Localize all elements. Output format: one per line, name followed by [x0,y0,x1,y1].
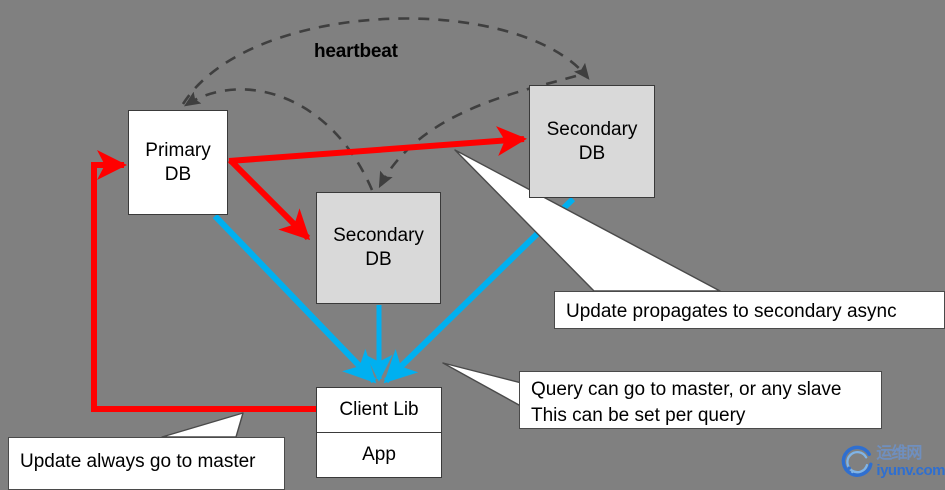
watermark-cn-text: 运维网 [876,444,922,462]
node-secondary-db-top-line1: Secondary [546,118,638,140]
heartbeat-arc-secondary-top-to-mid [378,74,577,189]
node-client-stack[interactable]: Client Lib App [316,387,442,478]
node-app[interactable]: App [362,443,396,465]
query-arrow-primary-to-client [212,213,377,384]
heartbeat-arc-primary-to-secondary-top [181,17,590,105]
heartbeat-arc-secondary-mid-to-primary [183,88,374,191]
node-secondary-db-middle-line2: DB [365,249,392,270]
node-primary-db[interactable]: Primary DB [128,110,228,215]
update-arrow-client-to-primary [91,150,316,412]
callout-update-propagates: Update propagates to secondary async [554,291,945,329]
node-primary-db-line1: Primary [145,139,211,161]
node-secondary-db-top[interactable]: Secondary DB [529,85,655,198]
node-secondary-db-middle-line1: Secondary [333,225,424,247]
replication-arrow-primary-to-secondary-mid [227,157,311,241]
callout-pointer-update [161,412,244,438]
node-secondary-db-top-line2: DB [578,142,606,164]
callout-query-routing-line2: This can be set per query [531,404,746,426]
swirl-logo-icon [841,445,873,477]
node-secondary-db-middle[interactable]: Secondary DB [316,192,441,304]
callout-update-propagates-line1: Update propagates to secondary async [566,301,897,322]
watermark: 运维网 iyunv.com [840,437,945,487]
node-primary-db-line2: DB [164,163,192,185]
heartbeat-label: heartbeat [314,41,398,62]
watermark-en-text: iyunv.com [876,461,945,479]
replication-arrow-primary-to-secondary-top [228,126,527,164]
callout-update-to-master-line1: Update always go to master [20,451,256,472]
callout-query-routing: Query can go to master, or any slave Thi… [519,371,882,429]
callout-query-routing-line1: Query can go to master, or any slave [531,379,842,400]
callout-update-to-master: Update always go to master [8,437,285,490]
node-client-lib[interactable]: Client Lib [317,388,441,433]
